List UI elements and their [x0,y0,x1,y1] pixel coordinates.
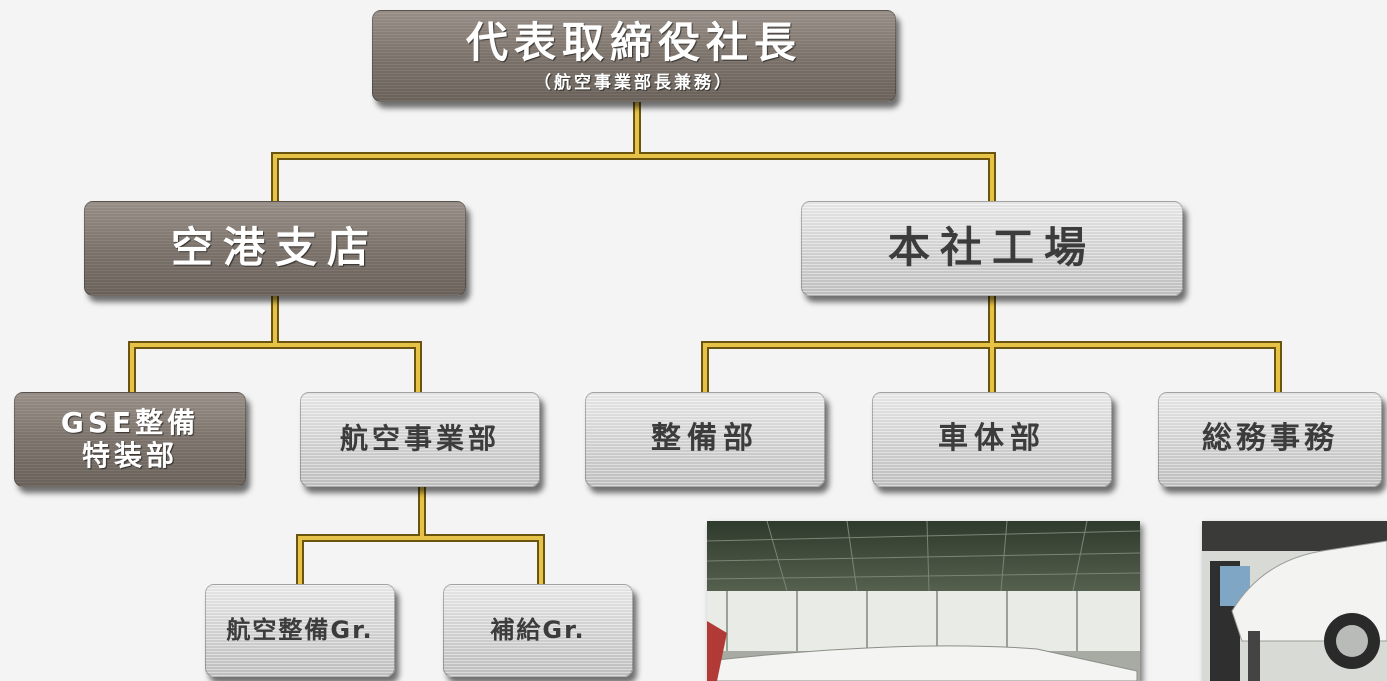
aviation-maintenance-group-box: 航空整備Gr. [205,584,395,677]
airport-branch-label: 空港支店 [170,223,379,273]
head-office-factory-box: 本社工場 [801,201,1183,296]
airport-branch-box: 空港支店 [84,201,466,296]
body-shop-label: 車体部 [938,421,1046,457]
maintenance-dept-label: 整備部 [651,421,759,457]
maintenance-dept-box: 整備部 [585,392,825,487]
general-affairs-box: 総務事務 [1158,392,1382,487]
gse-label-line1: GSE整備 [60,406,200,440]
aviation-maintenance-group-label: 航空整備Gr. [226,615,374,644]
gse-maintenance-box: GSE整備 特装部 [14,392,246,487]
general-affairs-label: 総務事務 [1202,421,1338,457]
car-lift-illustration [1202,521,1387,681]
hangar-illustration [707,521,1140,681]
car-photo [1202,521,1387,681]
body-shop-box: 車体部 [872,392,1112,487]
ceo-box: 代表取締役社長 （航空事業部長兼務） [372,10,896,102]
ceo-subtitle: （航空事業部長兼務） [534,73,734,94]
aviation-division-label: 航空事業部 [339,422,500,456]
ceo-title: 代表取締役社長 [465,17,802,67]
hangar-photo [707,521,1140,681]
supply-group-label: 補給Gr. [490,615,586,644]
aviation-division-box: 航空事業部 [300,392,540,487]
gse-label-line2: 特装部 [81,438,178,472]
supply-group-box: 補給Gr. [443,584,633,677]
head-office-factory-label: 本社工場 [887,223,1096,273]
